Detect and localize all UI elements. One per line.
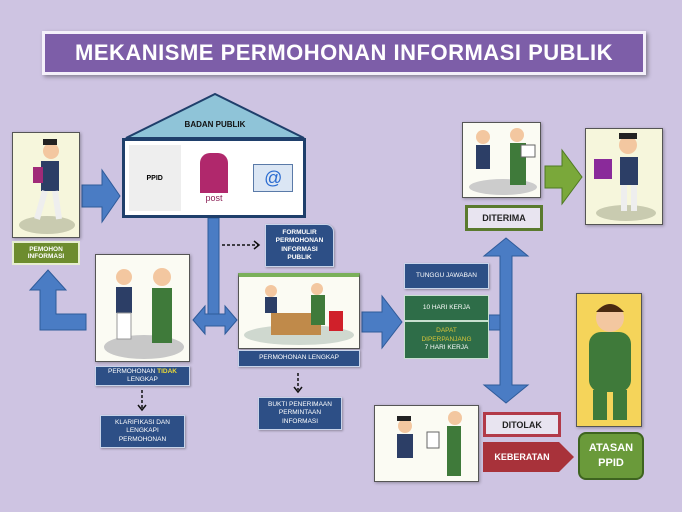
diterima-illustration [462, 122, 541, 198]
atasan-line1: ATASAN [588, 441, 634, 454]
klarifikasi-line: PERMOHONAN [118, 435, 167, 443]
house-roof-icon [125, 92, 305, 139]
formulir-line: PUBLIK [287, 253, 312, 261]
mailbox-icon: post [188, 145, 240, 211]
handshake-illustration [95, 254, 190, 362]
lengkap-label: PERMOHONAN LENGKAP [238, 350, 360, 367]
pemohon-illustration [12, 132, 80, 238]
arrow-double-horizontal [192, 304, 238, 336]
perpanjang-box: DAPAT DIPERPANJANG 7 HARI KERJA [404, 321, 489, 359]
bukti-line: BUKTI PENERIMAAN [268, 400, 332, 408]
arrow-right-green [544, 148, 583, 206]
formulir-line: FORMULIR [282, 228, 317, 236]
klarifikasi-line: LENGKAPI [126, 427, 159, 435]
keberatan-arrow-shape [483, 442, 574, 472]
bukti-line: PERMINTAAN [278, 409, 322, 417]
connector-hari [488, 314, 501, 331]
perpanjang-line2: DIPERPANJANG [421, 335, 472, 343]
atasan-line2: PPID [598, 457, 624, 469]
official-icon [589, 304, 631, 420]
desk-illustration [238, 273, 360, 349]
hari-kerja-box: 10 HARI KERJA [404, 295, 489, 321]
pemohon-line2: INFORMASI [27, 253, 65, 260]
ditolak-label: DITOLAK [483, 412, 561, 437]
klarifikasi-line: KLARIFIKASI DAN [115, 418, 170, 426]
handover-icon [469, 128, 537, 195]
formulir-line: PERMOHONAN [275, 237, 324, 245]
atasan-ppid-box: ATASAN PPID [578, 432, 644, 480]
diterima-label: DITERIMA [465, 205, 543, 231]
happy-pemohon-illustration [585, 128, 663, 225]
tidak-lengkap-part2: LENGKAP [127, 376, 158, 383]
badan-publik-box: PPID post @ [122, 138, 306, 218]
ppid-icon: PPID [128, 145, 181, 211]
page-title: MEKANISME PERMOHONAN INFORMASI PUBLIK [42, 31, 646, 75]
post-text: post [205, 193, 223, 203]
pemohon-line1: PEMOHON [29, 246, 63, 253]
person-walking-icon [19, 139, 75, 234]
perpanjang-line1: DAPAT [436, 327, 457, 335]
tidak-lengkap-part1: PERMOHONAN [108, 367, 158, 375]
atasan-illustration [576, 293, 642, 427]
ditolak-illustration [374, 405, 479, 482]
arrow-up-to-pemohon [28, 269, 87, 331]
rejection-icon [397, 411, 462, 476]
formulir-line: INFORMASI [281, 245, 318, 253]
person-with-document-icon [594, 133, 656, 221]
arrow-right-to-badan [81, 168, 121, 224]
at-symbol: @ [253, 164, 294, 192]
arrow-double-vertical [482, 237, 530, 404]
connector-vertical [207, 217, 220, 315]
handshake-icon [104, 268, 184, 359]
desk-icon [244, 283, 354, 345]
arrow-right-to-tunggu [361, 294, 403, 350]
tidak-lengkap-label: PERMOHONAN TIDAK LENGKAP [95, 366, 190, 386]
tidak-highlight: TIDAK [157, 367, 177, 375]
email-icon: @ [247, 145, 299, 211]
keberatan-label: KEBERATAN [494, 452, 550, 462]
tunggu-jawaban-box: TUNGGU JAWABAN [404, 263, 489, 289]
perpanjang-line3: 7 HARI KERJA [424, 344, 469, 352]
bukti-line: INFORMASI [281, 417, 319, 425]
badan-publik-label: BADAN PUBLIK [184, 120, 246, 129]
